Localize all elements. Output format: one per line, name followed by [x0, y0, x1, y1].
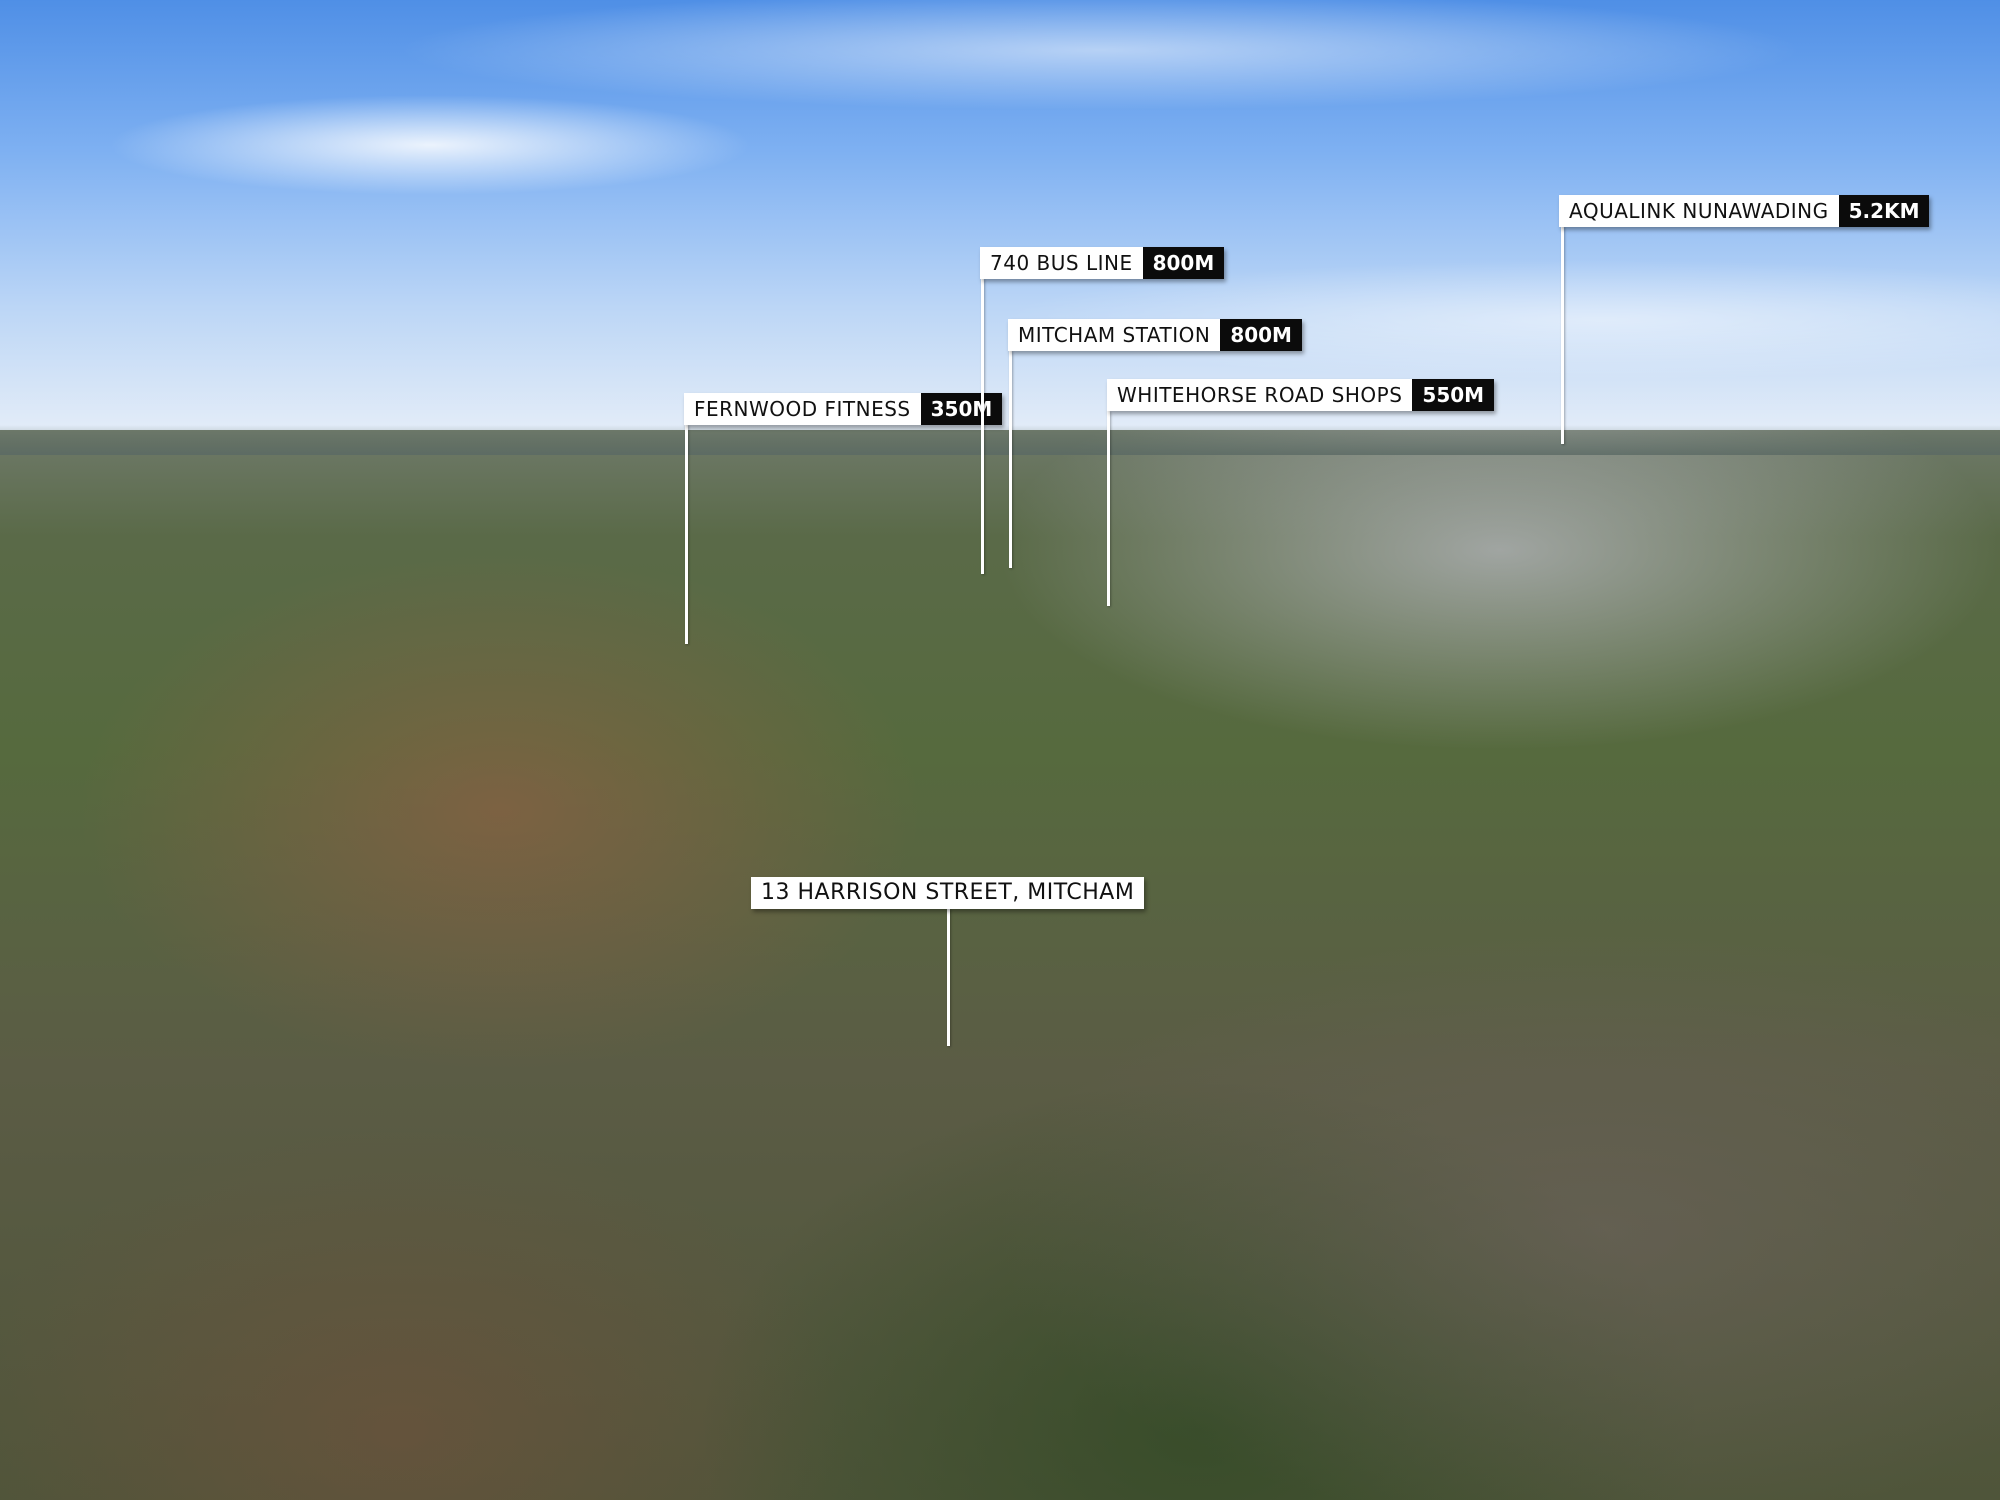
callout-fernwood-fitness: FERNWOOD FITNESS 350M [684, 393, 1003, 425]
horizon [0, 425, 2000, 455]
aerial-suburb-view [0, 430, 2000, 1500]
callout-mitcham-station: MITCHAM STATION 800M [1008, 319, 1302, 351]
callout-distance: 800M [1142, 247, 1225, 279]
callout-name: AQUALINK NUNAWADING [1559, 195, 1839, 227]
aqualink-leader-line [1561, 226, 1564, 444]
callout-whitehorse-road-shops: WHITEHORSE ROAD SHOPS 550M [1107, 379, 1495, 411]
callout-name: FERNWOOD FITNESS [684, 393, 921, 425]
bus-leader-line [981, 278, 984, 574]
callout-distance: 800M [1220, 319, 1302, 351]
callout-aqualink-nunawading: AQUALINK NUNAWADING 5.2KM [1559, 195, 1930, 227]
property-address-label: 13 HARRISON STREET, MITCHAM [751, 877, 1145, 909]
property-leader-line [947, 908, 950, 1046]
fernwood-leader-line [685, 424, 688, 644]
callout-distance: 5.2KM [1838, 195, 1930, 227]
callout-name: WHITEHORSE ROAD SHOPS [1107, 379, 1413, 411]
station-leader-line [1009, 350, 1012, 568]
callout-740-bus-line: 740 BUS LINE 800M [980, 247, 1225, 279]
shops-leader-line [1107, 410, 1110, 606]
property-address: 13 HARRISON STREET, MITCHAM [751, 877, 1145, 909]
callout-distance: 350M [920, 393, 1003, 425]
callout-distance: 550M [1412, 379, 1495, 411]
callout-name: 740 BUS LINE [980, 247, 1143, 279]
callout-name: MITCHAM STATION [1008, 319, 1221, 351]
